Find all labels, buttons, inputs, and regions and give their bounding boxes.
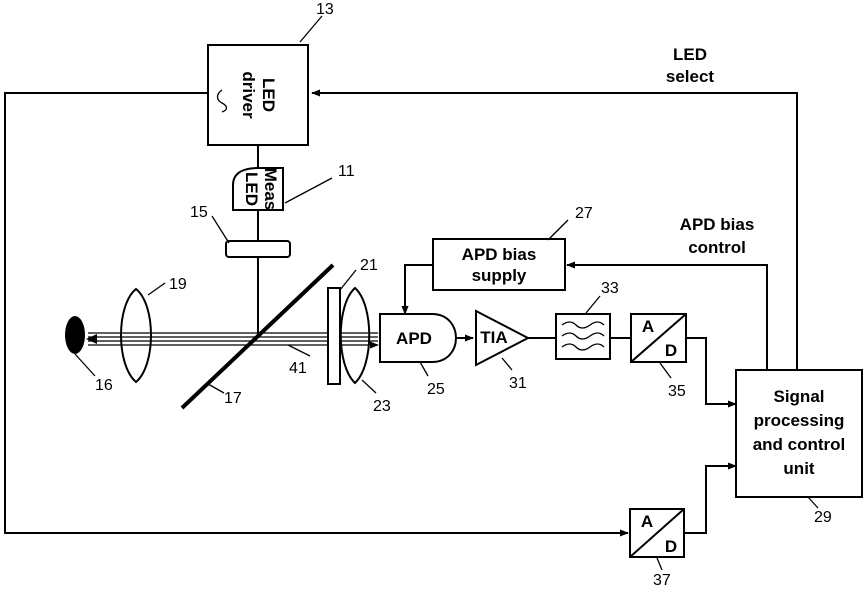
apd-label: APD — [396, 329, 432, 348]
ref-17: 17 — [224, 390, 242, 407]
leader-33 — [586, 296, 600, 313]
led-select-label-1: LED — [673, 45, 707, 64]
apd-bias-supply-label-2: supply — [472, 266, 527, 285]
beam-arrow-left — [86, 334, 97, 344]
ref-16: 16 — [95, 377, 113, 394]
adc-35-d: D — [665, 341, 677, 360]
led-driver-label-2: driver — [239, 71, 258, 119]
meas-led-label-1: Meas — [261, 168, 280, 211]
signal-unit-label-2: processing — [754, 411, 845, 430]
ref-11: 11 — [338, 163, 355, 180]
ref-31: 31 — [509, 375, 527, 392]
ref-27: 27 — [575, 205, 593, 222]
leader-41 — [288, 345, 310, 356]
tia-label: TIA — [480, 328, 507, 347]
leader-25 — [420, 362, 428, 376]
apd-bias-control-label-1: APD bias — [680, 215, 755, 234]
led-driver-label-1: LED — [259, 78, 278, 112]
ref-35: 35 — [668, 383, 686, 400]
leader-29 — [808, 497, 818, 508]
ref-37: 37 — [653, 572, 671, 589]
leader-31 — [502, 358, 512, 370]
ref-21: 21 — [360, 257, 378, 274]
leader-17 — [208, 384, 224, 393]
ref-15: 15 — [190, 204, 208, 221]
bandpass-filter-box — [556, 314, 610, 359]
leader-23 — [362, 380, 376, 393]
meas-led-label-2: LED — [242, 172, 261, 206]
lens-19 — [121, 289, 151, 382]
leader-13 — [300, 16, 322, 42]
target-eye — [65, 316, 85, 354]
bias-supply-to-apd-wire — [405, 265, 433, 314]
ref-19: 19 — [169, 276, 187, 293]
adc-37-d: D — [665, 537, 677, 556]
ref-23: 23 — [373, 398, 391, 415]
filter-15 — [226, 241, 290, 257]
leader-15 — [212, 216, 229, 243]
leader-35 — [660, 363, 671, 378]
ref-29: 29 — [814, 509, 832, 526]
filter-plate-21 — [328, 288, 340, 384]
apd-bias-control-label-2: control — [688, 238, 746, 257]
leader-11 — [285, 178, 332, 203]
leader-21 — [340, 270, 356, 290]
ref-13: 13 — [316, 1, 334, 18]
adc-35-a: A — [642, 317, 654, 336]
leader-27 — [548, 220, 568, 240]
signal-unit-label-4: unit — [783, 459, 814, 478]
adc-37-a: A — [641, 512, 653, 531]
led-select-label-2: select — [666, 67, 715, 86]
leader-19 — [148, 283, 165, 295]
ref-33: 33 — [601, 280, 619, 297]
reference-wire — [5, 93, 628, 533]
adc35-to-unit-wire — [686, 338, 736, 404]
signal-unit-label-1: Signal — [773, 387, 824, 406]
ref-41: 41 — [289, 360, 307, 377]
apd-bias-supply-label-1: APD bias — [462, 245, 537, 264]
adc37-to-unit-wire — [684, 466, 736, 533]
signal-unit-label-3: and control — [753, 435, 846, 454]
lens-23 — [341, 288, 370, 383]
leader-16 — [75, 354, 95, 376]
ref-25: 25 — [427, 381, 445, 398]
leader-37 — [657, 558, 662, 570]
